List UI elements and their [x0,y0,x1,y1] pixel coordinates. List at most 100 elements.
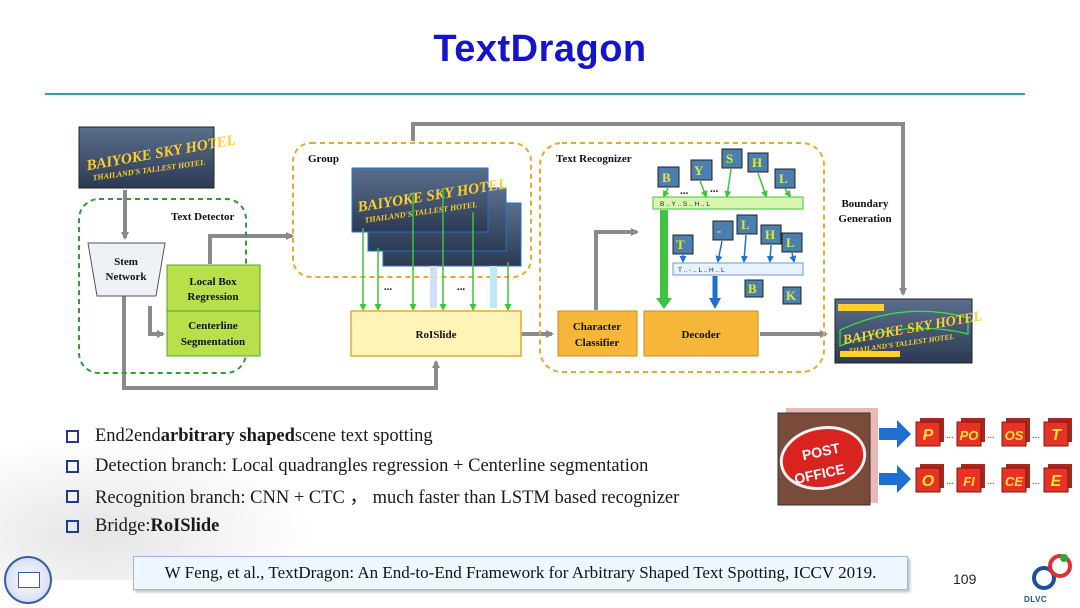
arrow-stem-to-roislide [122,296,440,390]
ink-wash-decoration [0,430,330,580]
page-number: 109 [953,571,977,587]
ctc-sequence-row1 [652,196,804,210]
group-ellipsis-2: ... [457,281,466,293]
tile-ellipsis: ... [987,430,995,441]
roislide-label: RoISlide [416,329,457,341]
text-detector-label: Text Detector [171,211,235,223]
centerline-label-1: Centerline [188,320,238,332]
text-recognizer-region [539,142,825,373]
light-slide-band-2 [490,266,497,308]
stem-network-label-1: Stem [114,256,138,268]
character-tile [915,467,941,493]
character-classifier-label-2: Classifier [575,337,620,349]
square-bullet-icon [66,489,79,503]
ctc-sequence-row2-text: T .. - .. L .. H .. L [678,267,725,274]
slide-title: TextDragon [433,28,647,70]
bullet-item: Detection branch: Local quadrangles regr… [66,451,679,481]
output-scene-image: BAIYOKE SKY HOTEL THAILAND'S TALLEST HOT… [834,298,983,364]
dlvc-logo-text: DLVC [1024,595,1048,604]
bullet-item: Bridge: RoISlide [66,511,679,541]
character-tile-label: PO [960,428,979,443]
bullet-list: End2end arbitrary shaped scene text spot… [66,421,679,541]
blue-feature-flow-head [709,298,721,309]
ctc-sequence-row2 [672,262,804,276]
tile-ellipsis: ... [1032,476,1040,487]
glyph-to-ctc-arrows-row2 [679,234,797,263]
local-box-regression-block [166,264,261,312]
character-tile-label: T [1051,427,1062,444]
spotted-character-tiles: P...PO...OS...TO...FI...CE...E [915,418,1072,493]
character-tile [915,421,941,447]
bullet-item: End2end arbitrary shaped scene text spot… [66,421,679,451]
tile-ellipsis: ... [946,430,954,441]
character-tile [956,421,982,447]
decoded-glyphs: B K [744,279,802,305]
centerline-label-2: Segmentation [181,336,245,348]
group-label: Group [308,153,339,165]
dlvc-logo-icon [1032,554,1072,590]
arrow-stem-to-heads [148,306,165,338]
character-tile [956,467,982,493]
input-scene-image: BAIYOKE SKY HOTEL THAILAND'S TALLEST HOT… [78,126,237,189]
svg-text:L: L [741,217,750,232]
svg-text:H: H [752,155,762,170]
group-ellipsis-1: ... [384,281,393,293]
group-region [292,142,532,278]
decoder-label: Decoder [681,329,720,341]
post-office-arrow-2 [879,465,911,493]
stem-network-label-2: Network [106,271,148,283]
boundary-generation-label-1: Boundary [841,198,889,210]
character-tile-label: E [1051,473,1063,490]
character-tile [1043,421,1069,447]
decoder-block [643,310,759,357]
local-box-label-1: Local Box [189,276,237,288]
svg-text:S: S [726,151,733,166]
arrow-classifier-to-recognizer [594,228,639,310]
bullet-item: Recognition branch: CNN + CTC ， much fas… [66,481,679,511]
svg-text:B: B [662,170,671,185]
glyph-to-ctc-arrows-row1 [663,168,792,198]
ctc-sequence-row1-text: B .. Y .. S .. H .. L [660,201,710,208]
post-office-example-image: POST OFFICE [777,408,878,506]
character-tile-label: O [922,473,935,490]
character-tile [1043,467,1069,493]
svg-text:-: - [717,223,721,238]
tile-ellipsis: ... [946,476,954,487]
post-office-arrow-1 [879,420,911,448]
svg-text:L: L [786,235,795,250]
character-tile-label: FI [963,474,975,489]
svg-text:K: K [786,288,797,303]
character-glyphs-row2: T - L H L [672,214,803,255]
grouped-text-crops: BAIYOKE SKY HOTEL THAILAND'S TALLEST HOT… [351,167,522,267]
character-tile [1001,421,1027,447]
stem-network-block [87,242,166,297]
character-tile-label: P [923,427,934,444]
local-box-label-2: Regression [187,291,238,303]
glyph-ellipsis-1: ... [680,185,689,197]
svg-text:L: L [779,171,788,186]
green-feature-flow-head [656,298,672,309]
square-bullet-icon [66,429,79,443]
square-bullet-icon [66,519,79,533]
character-tile [1001,467,1027,493]
light-slide-band-1 [430,266,437,308]
square-bullet-icon [66,459,79,473]
character-glyphs-row1: B Y S H L [657,148,796,189]
boundary-generation-label-2: Generation [838,213,891,225]
svg-text:Y: Y [694,163,704,178]
citation-box: W Feng, et al., TextDragon: An End-to-En… [133,556,908,590]
arrow-heads-to-group [208,232,294,264]
svg-text:B: B [748,281,757,296]
centerline-segmentation-block [166,310,261,357]
character-classifier-label-1: Character [573,321,621,333]
post-office-text-line1: POST [801,440,842,464]
roislide-block [350,310,522,357]
text-recognizer-label: Text Recognizer [556,153,632,165]
character-classifier-block [557,310,638,357]
roislide-feature-arrows [359,188,512,311]
arrow-group-to-boundary [411,122,907,296]
university-seal-logo [4,556,52,604]
glyph-ellipsis-2: ... [710,183,719,195]
tile-ellipsis: ... [987,476,995,487]
